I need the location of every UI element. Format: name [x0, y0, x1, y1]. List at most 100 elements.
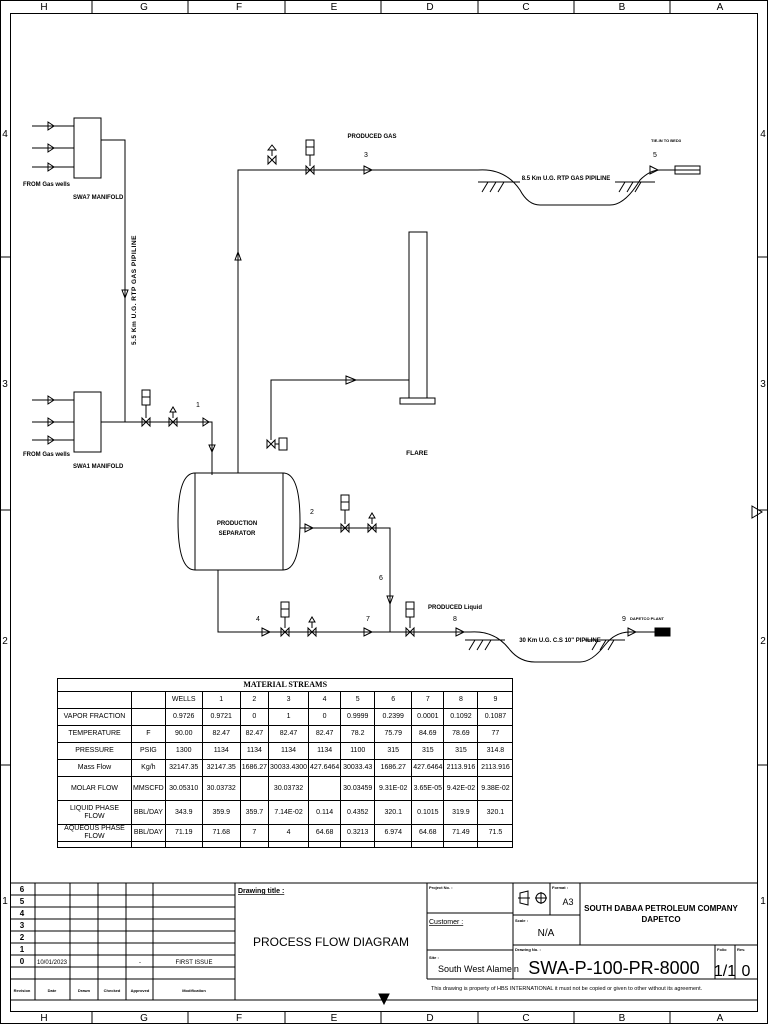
table-cell	[268, 841, 310, 848]
table-cell: 75.79	[374, 725, 413, 743]
label-rtp-pipeline-8-5km: 8.5 Km U.G. RTP GAS PIPILINE	[522, 176, 611, 182]
table-cell: 315	[411, 742, 445, 760]
col-label: B	[619, 1013, 626, 1024]
table-cell	[239, 776, 270, 801]
customer-label: Customer :	[429, 919, 463, 926]
column-header: 5	[340, 691, 376, 709]
swa7-manifold	[73, 117, 102, 179]
table-cell: 9.31E-02	[374, 776, 413, 801]
stream-number: 5	[653, 152, 657, 159]
projection-symbol-icon	[518, 890, 530, 906]
table-cell: 1	[268, 708, 310, 726]
table-cell: 0.114	[308, 800, 342, 825]
table-cell: 0.1092	[443, 708, 479, 726]
table-cell: 1686.27	[239, 759, 270, 777]
col-label: C	[522, 1013, 529, 1024]
table-cell: 78.69	[443, 725, 479, 743]
folio-label: Folio	[717, 947, 727, 952]
col-label: D	[426, 2, 433, 13]
table-cell: 4	[268, 824, 310, 842]
drawing-title-label: Drawing title :	[238, 888, 284, 895]
scale-value: N/A	[538, 928, 555, 939]
table-cell	[477, 841, 514, 848]
table-cell: 3.65E-05	[411, 776, 445, 801]
row-label: 1	[760, 896, 766, 907]
revision-rev: 2	[20, 933, 25, 942]
col-label: E	[331, 1013, 338, 1024]
drawing-title: PROCESS FLOW DIAGRAM	[253, 935, 409, 949]
table-cell: 0.9721	[201, 708, 241, 726]
table-cell: 1134	[239, 742, 270, 760]
table-cell: 1134	[268, 742, 310, 760]
stream-number: 9	[622, 616, 626, 623]
table-cell: 9.42E-02	[443, 776, 479, 801]
label-flare: FLARE	[406, 450, 428, 457]
company-short-name: DAPETCO	[641, 915, 680, 924]
table-cell: 1686.27	[374, 759, 413, 777]
table-cell	[239, 841, 270, 848]
table-cell: 0.0001	[411, 708, 445, 726]
table-cell: 7.14E-02	[268, 800, 310, 825]
instrument-box-icons	[141, 139, 701, 637]
label-produced-gas: PRODUCED GAS	[347, 134, 396, 140]
row-label: AQUEOUS PHASE FLOW	[57, 824, 132, 842]
table-cell: 71.19	[164, 824, 203, 842]
table-cell: 359.7	[239, 800, 270, 825]
company-name: SOUTH DABAA PETROLEUM COMPANY	[584, 904, 738, 913]
revision-modification: FIRST ISSUE	[176, 960, 213, 966]
label-separator: PRODUCTION	[217, 521, 257, 527]
table-cell: 427.6464	[411, 759, 445, 777]
row-label: 3	[2, 379, 8, 390]
stream-number: 6	[379, 575, 383, 582]
revision-rev: 0	[20, 957, 25, 966]
col-label: F	[236, 1013, 242, 1024]
column-header: 2	[239, 691, 270, 709]
label-tie-in: TIE-IN TO BED3	[651, 138, 682, 143]
drawing-no: SWA-P-100-PR-8000	[528, 958, 699, 978]
row-unit	[131, 708, 166, 726]
title-block	[10, 882, 758, 1001]
table-cell: 30033.4300	[268, 759, 310, 777]
label-rtp-pipeline-5-5km: 5.5 Km U.G. RTP GAS PIPILINE	[131, 235, 138, 345]
table-cell: 71.49	[443, 824, 479, 842]
table-cell: 6.974	[374, 824, 413, 842]
revision-rev: 3	[20, 921, 25, 930]
table-cell: 1100	[340, 742, 376, 760]
table-cell: 1134	[201, 742, 241, 760]
table-cell: 0.3213	[340, 824, 376, 842]
label-from-gas-wells: FROM Gas wells	[23, 182, 71, 188]
table-cell: 359.9	[201, 800, 241, 825]
revision-header-rev: Revision	[14, 988, 31, 993]
stream-number: 4	[256, 616, 260, 623]
column-header: 6	[374, 691, 413, 709]
col-label: H	[40, 2, 47, 13]
well-inlet-lines	[32, 121, 74, 445]
table-cell: 77	[477, 725, 514, 743]
table-cell	[374, 841, 413, 848]
project-no-label: Project No. :	[429, 885, 453, 890]
table-cell: 320.1	[477, 800, 514, 825]
column-header: WELLS	[164, 691, 203, 709]
center-marker-icon	[751, 505, 763, 519]
row-unit: F	[131, 725, 166, 743]
table-cell: 78.2	[340, 725, 376, 743]
table-cell: 30.03732	[268, 776, 310, 801]
col-label: G	[140, 1013, 148, 1024]
table-cell: 82.47	[308, 725, 342, 743]
table-cell: 320.1	[374, 800, 413, 825]
row-unit: MMSCFD	[131, 776, 166, 801]
table-title-row: MATERIAL STREAMS	[56, 678, 514, 692]
title-block-text: Drawing title : PROCESS FLOW DIAGRAM Pro…	[238, 885, 751, 992]
column-header: 1	[201, 691, 241, 709]
valve-icons	[141, 144, 415, 638]
table-cell: 315	[374, 742, 413, 760]
col-label: A	[717, 1013, 724, 1024]
table-cell	[131, 841, 166, 848]
table-cell: 90.00	[164, 725, 203, 743]
scale-label: Scale :	[515, 918, 528, 923]
table-cell: 82.47	[201, 725, 241, 743]
